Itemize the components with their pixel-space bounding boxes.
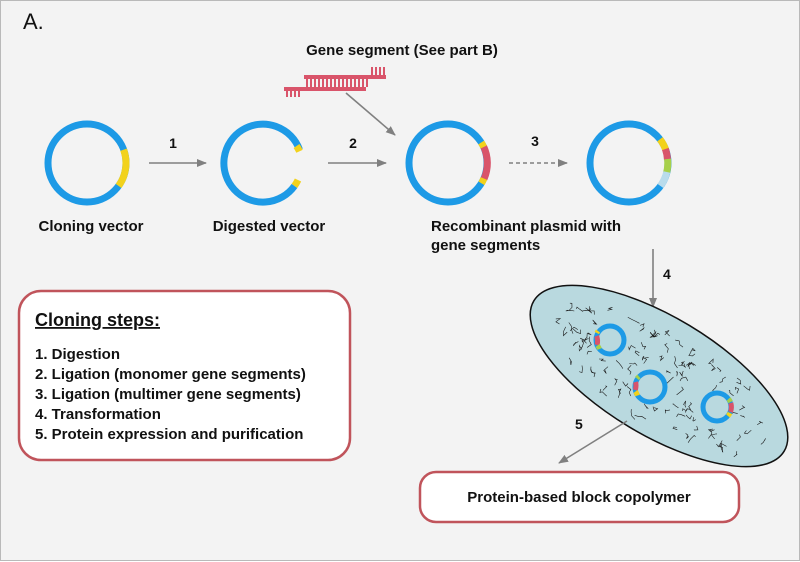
arrow-gene-insert [345,92,396,136]
recombinant-plasmid [405,120,491,206]
gene-segment-dna [284,67,386,97]
chromatin-texture [555,302,766,458]
cloning-step-item: 3. Ligation (multimer gene segments) [35,386,301,403]
cloning-step-item: 5. Protein expression and purification [35,426,303,443]
digested-vector-plasmid [220,120,303,206]
step-3-number: 3 [531,133,539,149]
gene-segment-label: Gene segment (See part B) [306,42,498,59]
cloning-step-item: 2. Ligation (monomer gene segments) [35,366,306,383]
recombinant-label-line2: gene segments [431,237,540,254]
cloning-step-item: 1. Digestion [35,346,120,363]
cell-plasmid-3 [700,390,734,424]
step-2-number: 2 [349,135,357,151]
cloning-steps-box: Cloning steps: 1. Digestion 2. Ligation … [17,289,352,462]
cloning-vector-label: Cloning vector [38,218,143,235]
panel-label: A. [23,9,44,34]
recombinant-label-line1: Recombinant plasmid with [431,218,621,235]
arrow-step-5 [558,420,628,464]
step-1-number: 1 [169,135,177,151]
cell-plasmid-1 [593,323,627,357]
product-box: Protein-based block copolymer [418,470,741,524]
bacterial-cell [529,284,789,468]
digested-vector-label: Digested vector [213,218,326,235]
multimer-plasmid [586,120,672,206]
product-label: Protein-based block copolymer [467,489,691,506]
step-4-number: 4 [663,266,671,282]
cell-plasmid-2 [632,369,668,405]
step-5-number: 5 [575,416,583,432]
cloning-step-item: 4. Transformation [35,406,161,423]
cloning-vector-plasmid [44,120,130,206]
cloning-steps-title: Cloning steps: [35,310,160,330]
